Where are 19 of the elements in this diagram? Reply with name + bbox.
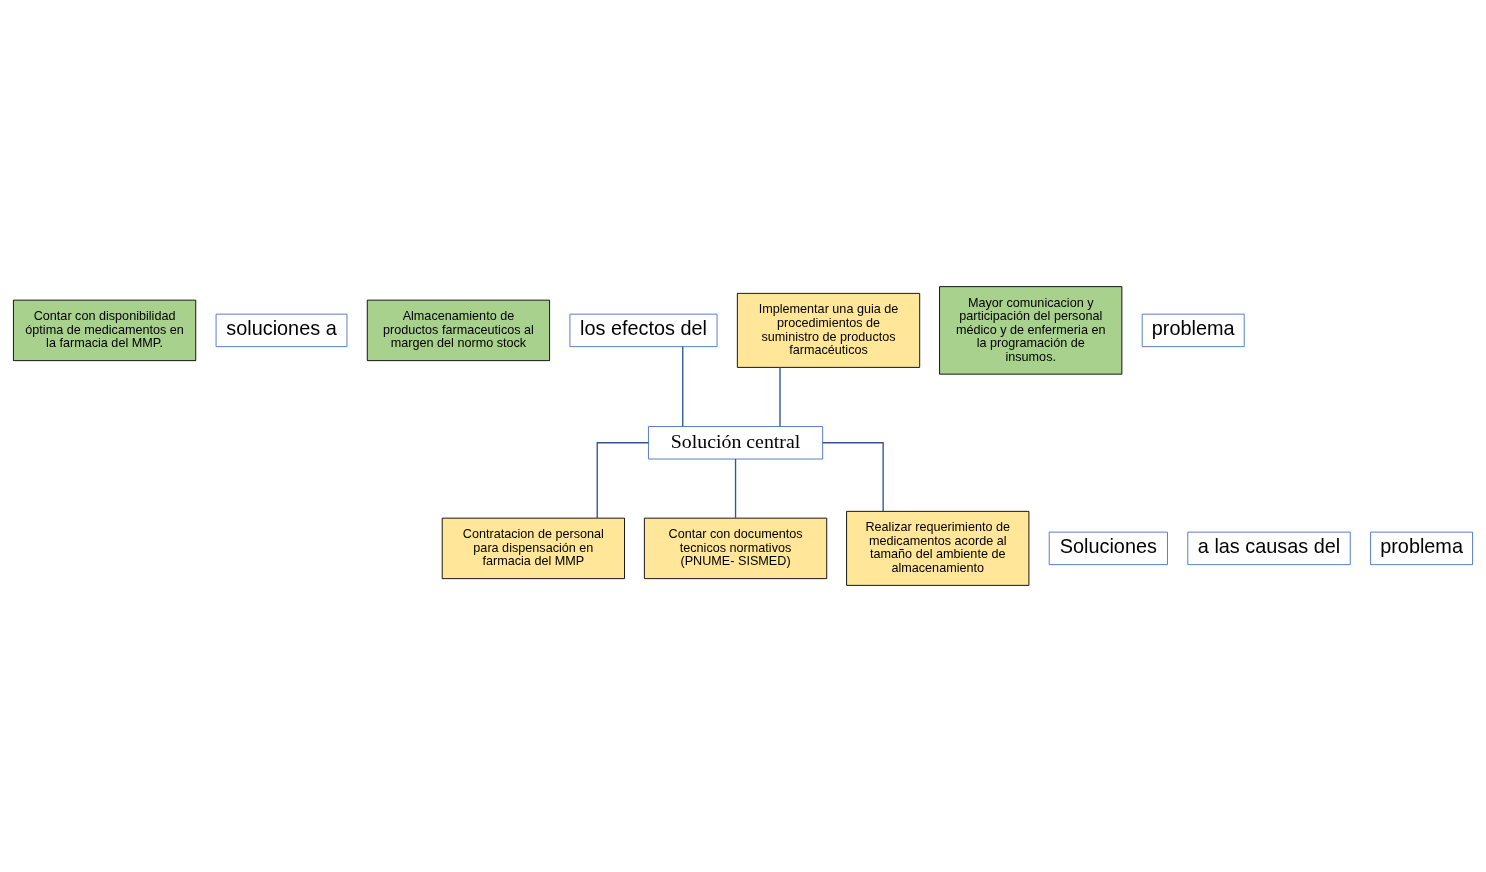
node-box: Mayor comunicacion y participación del personal médico y de enfermeria en la programación de insumos.: [939, 286, 1123, 375]
node-box: problema: [1370, 531, 1473, 566]
node-box: problema: [1141, 313, 1245, 348]
node-box: a las causas del: [1187, 531, 1351, 566]
node-box: los efectos del: [569, 313, 718, 348]
node-box: soluciones a: [215, 313, 348, 348]
node-box: Almacenamiento de productos farmaceuticos al margen del normo stock: [366, 299, 551, 362]
connector: [779, 366, 781, 428]
node-box: Soluciones: [1048, 531, 1168, 566]
node-box: Implementar una guia de procedimientos de suministro de productos farmacéuticos: [736, 292, 921, 368]
node-box: Realizar requerimiento de medicamentos acorde al tamaño del ambiente de almacenamiento: [846, 510, 1030, 586]
node-box: Contratacion de personal para dispensación en farmacia del MMP: [441, 517, 625, 580]
connector: [682, 346, 684, 428]
connector: [596, 442, 649, 519]
node-box: Solución central: [648, 426, 824, 460]
connector: [822, 442, 884, 512]
node-box: Contar con disponibilidad óptima de medicamentos en la farmacia del MMP.: [13, 299, 197, 362]
connector: [734, 458, 737, 519]
node-box: Contar con documentos tecnicos normativos (PNUME- SISMED): [643, 517, 828, 580]
